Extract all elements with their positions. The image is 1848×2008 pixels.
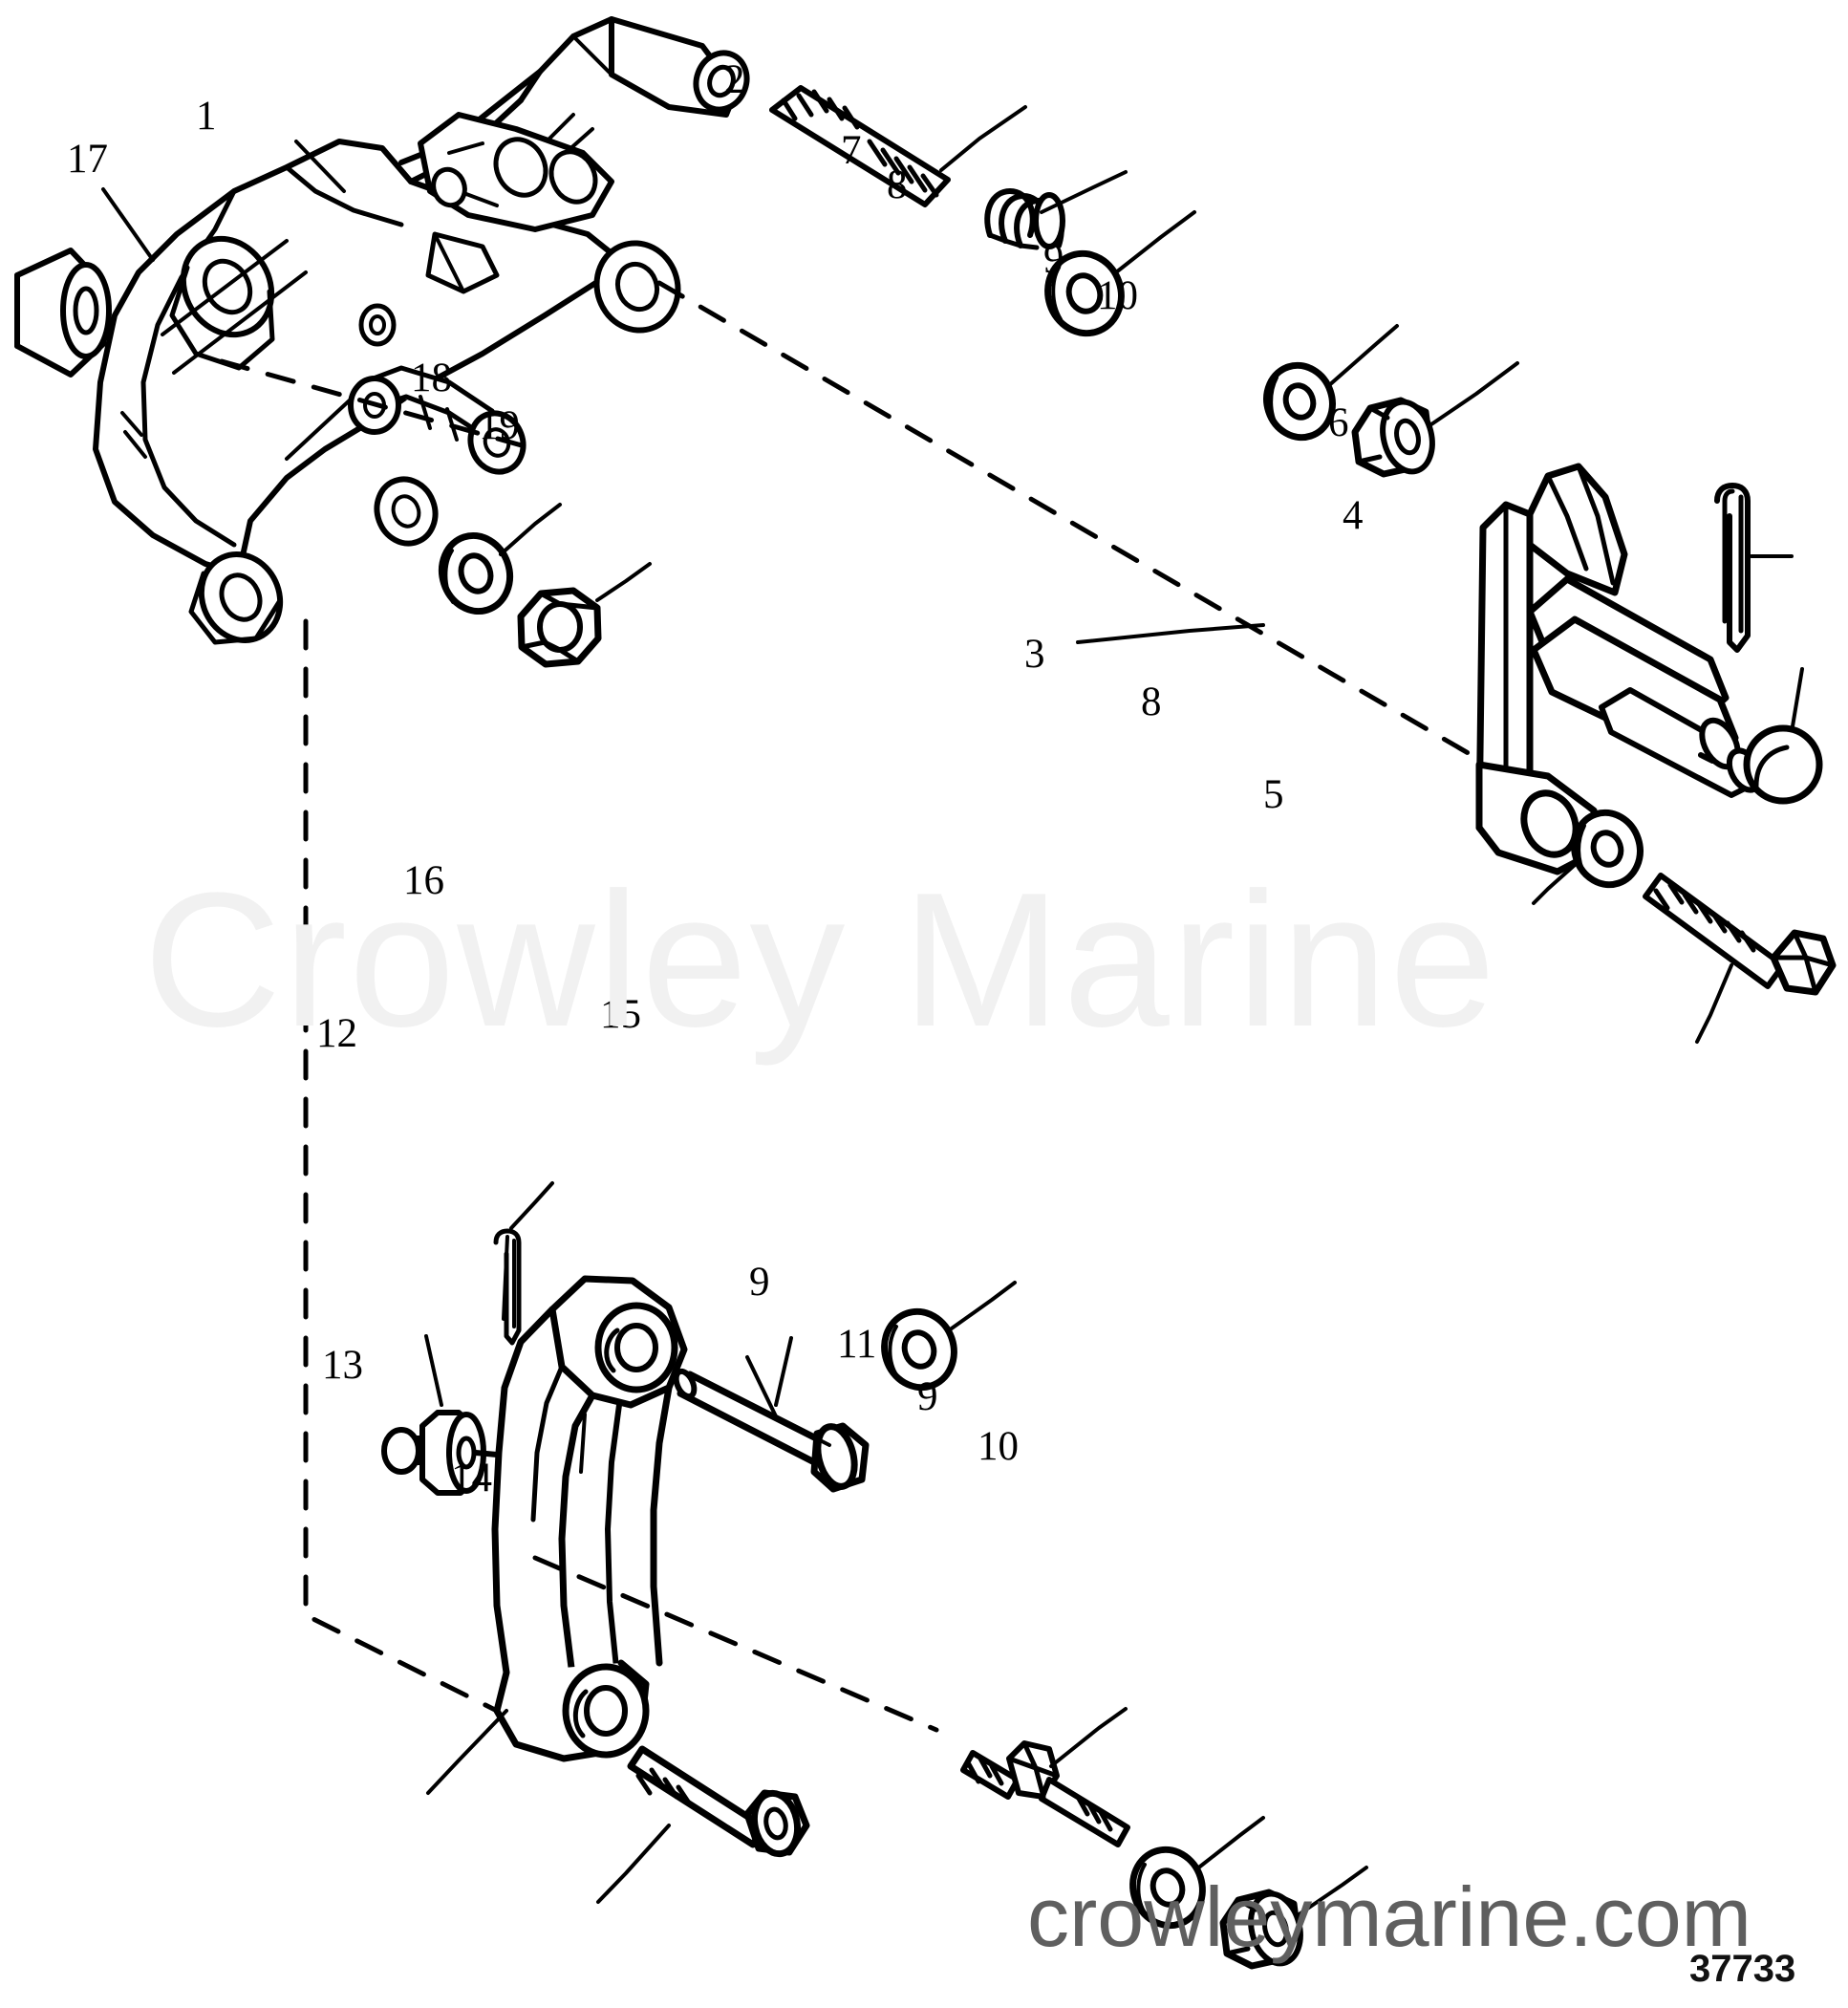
leader-1 xyxy=(294,140,346,193)
part-16-cotter-pin xyxy=(493,1228,522,1346)
part-12-grease-fitting xyxy=(381,1410,500,1496)
part-13-steering-arm xyxy=(491,1275,688,1762)
part-1-transom-bracket xyxy=(93,16,750,645)
part-10-locknut-lower xyxy=(1219,1889,1303,1970)
part-9-washer-lower xyxy=(1129,1846,1206,1930)
callout-2: 2 xyxy=(724,57,745,102)
assembly-alignment-lines xyxy=(219,280,1474,1733)
callout-1: 1 xyxy=(196,94,217,139)
part-2-long-bolt xyxy=(769,85,951,207)
callout-7: 7 xyxy=(841,128,862,173)
callout-16: 16 xyxy=(403,858,444,903)
callout-9-mid: 9 xyxy=(749,1260,770,1305)
callout-10-upper: 10 xyxy=(1097,273,1138,318)
callout-4: 4 xyxy=(1343,493,1364,538)
callout-18: 18 xyxy=(411,356,452,400)
part-18-flat-washer xyxy=(438,531,514,615)
callout-12: 12 xyxy=(316,1011,357,1056)
callout-8-lower: 8 xyxy=(1141,680,1162,724)
part-19-hex-nut xyxy=(517,587,602,668)
callout-5: 5 xyxy=(1263,772,1284,817)
callout-15: 15 xyxy=(600,992,641,1037)
part-10-locknut-upper xyxy=(1351,397,1435,478)
part-15-pivot-pin xyxy=(673,1368,870,1493)
callout-9-upper: 9 xyxy=(1043,237,1064,282)
part-8-flat-washer-upper xyxy=(1044,249,1125,337)
callout-19: 19 xyxy=(479,403,520,448)
part-17-bushing xyxy=(14,248,112,378)
part-9-washer-upper xyxy=(1263,361,1336,442)
callout-8-upper: 8 xyxy=(887,162,908,207)
part-5-hex-head-bolt xyxy=(1643,873,1837,996)
part-4-ball xyxy=(1743,724,1823,805)
callout-10-lower: 10 xyxy=(978,1424,1019,1469)
callout-11: 11 xyxy=(837,1322,877,1367)
part-14-shoulder-bolt xyxy=(627,1745,810,1858)
part-11-stud xyxy=(960,1740,1130,1847)
callout-3: 3 xyxy=(1024,632,1045,677)
part-6-cotter-pin xyxy=(1714,483,1751,653)
part-9-washer-mid xyxy=(881,1307,957,1392)
drawing-number: 37733 xyxy=(1689,1948,1796,1990)
part-8-flat-washer-lower xyxy=(1571,809,1644,889)
callout-13: 13 xyxy=(322,1343,363,1388)
part-7-spring-washer xyxy=(984,188,1065,250)
callout-17: 17 xyxy=(67,137,108,182)
part-3-swivel-bracket xyxy=(1475,463,1764,875)
callout-6: 6 xyxy=(1328,400,1349,445)
callout-9-lower: 9 xyxy=(917,1374,938,1419)
callout-14: 14 xyxy=(451,1456,492,1501)
